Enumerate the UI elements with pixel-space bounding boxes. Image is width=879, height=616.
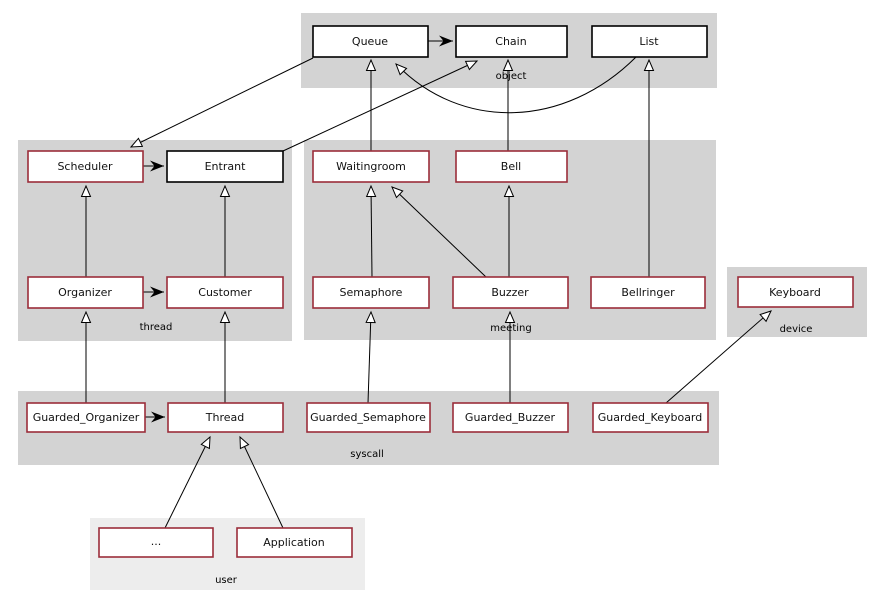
class-label-guarded-semaphore: Guarded_Semaphore — [310, 411, 426, 424]
edge-application-thread — [239, 435, 284, 529]
class-node-bellringer[interactable]: Bellringer — [590, 276, 706, 309]
edge-entrant-chain — [282, 60, 479, 152]
class-label-thread: Thread — [205, 411, 244, 424]
class-node-guarded-buzzer[interactable]: Guarded_Buzzer — [452, 402, 569, 433]
class-node-organizer[interactable]: Organizer — [27, 276, 144, 309]
class-label-guarded-keyboard: Guarded_Keyboard — [598, 411, 703, 424]
package-label-syscall: syscall — [350, 449, 384, 460]
package-label-device: device — [780, 324, 813, 335]
class-label-semaphore: Semaphore — [340, 286, 403, 299]
class-node-entrant[interactable]: Entrant — [166, 150, 284, 183]
class-node-semaphore[interactable]: Semaphore — [312, 276, 430, 309]
class-label-guarded-organizer: Guarded_Organizer — [33, 411, 140, 424]
class-node-queue[interactable]: Queue — [312, 25, 429, 58]
class-label-queue: Queue — [352, 35, 388, 48]
class-node-bell[interactable]: Bell — [455, 150, 568, 183]
package-label-user: user — [215, 575, 238, 586]
class-node-thread[interactable]: Thread — [167, 402, 284, 433]
class-label-guarded-buzzer: Guarded_Buzzer — [465, 411, 556, 424]
class-node-list[interactable]: List — [591, 25, 708, 58]
class-node-buzzer[interactable]: Buzzer — [452, 276, 569, 309]
class-label-chain: Chain — [495, 35, 526, 48]
class-node-customer[interactable]: Customer — [166, 276, 284, 309]
class-label-organizer: Organizer — [58, 286, 112, 299]
class-label-entrant: Entrant — [205, 160, 246, 173]
class-node-scheduler[interactable]: Scheduler — [27, 150, 144, 183]
class-node-application[interactable]: Application — [236, 527, 353, 558]
class-node-keyboard[interactable]: Keyboard — [737, 276, 854, 308]
package-label-object: object — [496, 71, 527, 82]
class-label-list: List — [639, 35, 659, 48]
class-node-chain[interactable]: Chain — [455, 25, 568, 58]
edge-queue-scheduler — [129, 57, 314, 148]
class-node-ellipsis[interactable]: ... — [98, 527, 214, 558]
package-label-meeting: meeting — [490, 323, 531, 334]
class-label-customer: Customer — [198, 286, 252, 299]
class-node-guarded-keyboard[interactable]: Guarded_Keyboard — [592, 402, 709, 433]
class-node-waitingroom[interactable]: Waitingroom — [312, 150, 430, 183]
edge-ellipsis-thread — [164, 435, 211, 529]
edge-semaphore-waitingroom — [365, 184, 377, 278]
package-label-thread: thread — [140, 322, 173, 333]
class-node-guarded-semaphore[interactable]: Guarded_Semaphore — [306, 402, 431, 433]
edge-buzzer-waitingroom — [391, 186, 487, 278]
class-label-bell: Bell — [501, 160, 521, 173]
class-label-keyboard: Keyboard — [769, 286, 821, 299]
class-node-guarded-organizer[interactable]: Guarded_Organizer — [26, 402, 146, 433]
class-label-application: Application — [263, 536, 324, 549]
class-label-scheduler: Scheduler — [57, 160, 113, 173]
class-label-waitingroom: Waitingroom — [336, 160, 406, 173]
class-label-ellipsis: ... — [151, 535, 162, 548]
edge-guardedkeyboard-keyboard — [665, 310, 772, 404]
edge-guardedsemaphore-semaphore — [365, 310, 376, 404]
edge-list-queue-curve — [395, 56, 637, 114]
class-label-buzzer: Buzzer — [491, 286, 529, 299]
class-label-bellringer: Bellringer — [621, 286, 675, 299]
